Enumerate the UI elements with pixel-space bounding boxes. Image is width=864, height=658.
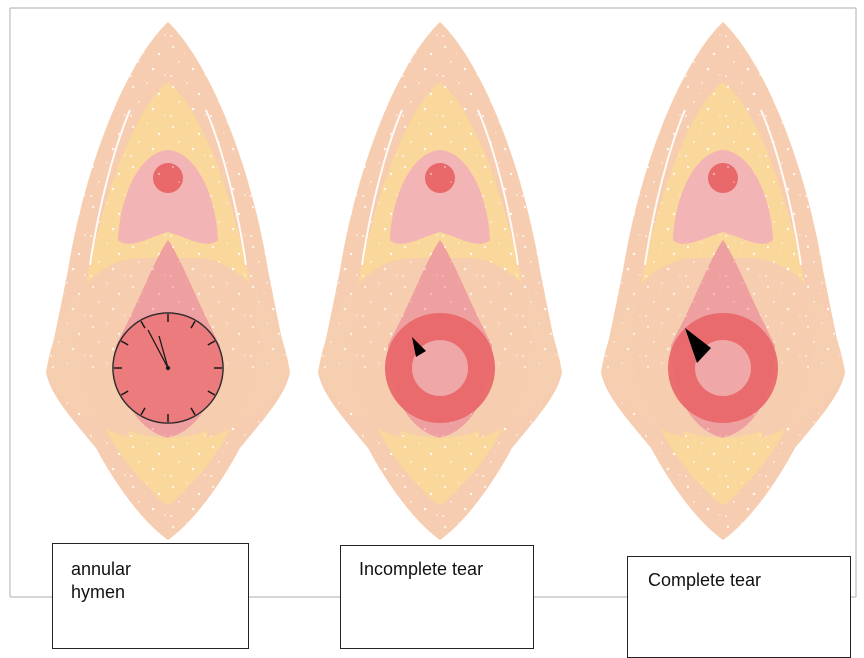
label-incomplete-tear: Incomplete tear [340,545,534,649]
panel-annular [46,22,290,540]
clock-center [166,366,170,370]
label-annular-hymen: annular hymen [52,543,249,649]
label-complete-tear: Complete tear [627,556,851,658]
panel-complete [601,22,845,540]
clitoris-texture [425,163,455,193]
panel-incomplete [318,22,562,540]
clitoris-texture [708,163,738,193]
clitoris-texture [153,163,183,193]
